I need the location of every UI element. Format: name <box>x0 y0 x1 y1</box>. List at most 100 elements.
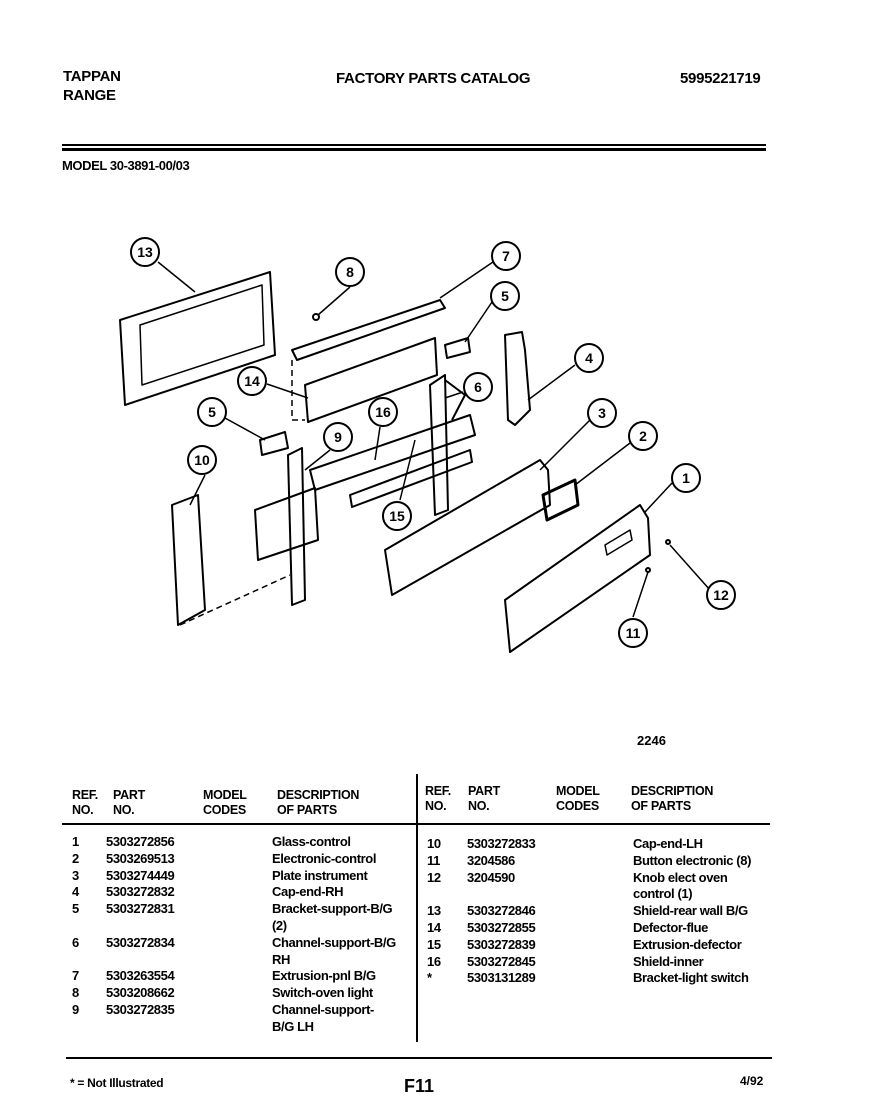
table-row: 8 5303208662 Switch-oven light <box>72 985 412 1002</box>
revision-date: 4/92 <box>740 1074 764 1088</box>
part-deflector-flue <box>304 337 438 423</box>
brand-line1: TAPPAN <box>63 68 121 85</box>
callout-14: 14 <box>244 373 260 389</box>
callout-15: 15 <box>389 508 405 524</box>
description: Knob elect oven control (1) <box>633 869 728 902</box>
table-row: 6 5303272834 Channel-support-B/G RH <box>72 935 412 969</box>
part-no: 5303274449 <box>106 867 175 883</box>
ref-no: 2 <box>72 850 79 866</box>
part-extrusion-deflector <box>349 449 473 508</box>
description: Plate instrument <box>272 867 368 883</box>
description: Channel-support-B/G RH <box>272 934 396 967</box>
part-cap-end-lh <box>171 494 206 626</box>
callout-3: 3 <box>598 405 606 421</box>
callout-8: 8 <box>346 264 354 280</box>
ref-no: 11 <box>427 852 440 868</box>
callout-13: 13 <box>137 244 153 260</box>
brand-line2: RANGE <box>63 87 116 104</box>
description: Electronic-control <box>272 850 377 866</box>
part-no: 5303272831 <box>106 901 175 917</box>
part-cap-end-rh <box>504 331 531 426</box>
description: Glass-control <box>272 834 351 849</box>
callout-10: 10 <box>194 452 210 468</box>
part-no: 5303272855 <box>467 920 536 935</box>
part-electronic-control <box>541 478 580 522</box>
callout-7: 7 <box>502 248 510 264</box>
callout-6: 6 <box>474 379 482 395</box>
part-no: 5303272833 <box>467 836 536 851</box>
callout-4: 4 <box>585 350 593 366</box>
footer-rule <box>66 1057 772 1059</box>
table-row: 16 5303272845 Shield-inner <box>427 954 767 971</box>
part-no: 3204586 <box>467 852 515 868</box>
ref-no: 9 <box>72 1002 79 1017</box>
callout-1: 1 <box>682 470 690 486</box>
part-no: 5303272832 <box>106 884 175 900</box>
part-no: 5303208662 <box>106 985 175 1001</box>
part-no: 5303269513 <box>106 850 175 866</box>
callout-2: 2 <box>639 428 647 444</box>
header-rule-top <box>62 144 766 146</box>
part-no: 5303272835 <box>106 1002 175 1017</box>
part-plate-instrument <box>384 459 551 596</box>
part-channel-support-lh <box>287 447 306 606</box>
page-number: F11 <box>404 1076 435 1096</box>
part-extrusion-panel <box>291 299 446 361</box>
ref-no: * <box>427 970 432 986</box>
header-rule-bottom <box>62 148 766 151</box>
part-no: 3204590 <box>467 869 515 885</box>
callout-9: 9 <box>334 429 342 445</box>
part-no: 5303272856 <box>106 834 175 849</box>
callout-16: 16 <box>375 404 391 420</box>
description: Cap-end-LH <box>633 836 703 851</box>
callout-5: 5 <box>501 288 509 304</box>
part-glass-control <box>504 504 651 653</box>
ref-no: 4 <box>72 884 79 900</box>
table-row: 13 5303272846 Shield-rear wall B/G <box>427 903 767 920</box>
table-column-divider <box>416 774 418 1042</box>
description: Shield-rear wall B/G <box>633 903 748 919</box>
description: Extrusion-pnl B/G <box>272 968 376 984</box>
description: Channel-support- B/G LH <box>272 1002 374 1034</box>
table-row: 11 3204586 Button electronic (8) <box>427 853 767 870</box>
table-header-rule <box>62 823 770 825</box>
table-row: 4 5303272832 Cap-end-RH <box>72 884 412 901</box>
ref-no: 13 <box>427 903 441 919</box>
part-shield-rear-wall <box>119 271 276 406</box>
description: Defector-flue <box>633 920 708 935</box>
callout-5b: 5 <box>208 404 216 420</box>
exploded-parts-diagram: 13 8 7 5 14 5 16 9 6 4 3 2 1 10 15 12 11… <box>119 237 736 748</box>
description: Cap-end-RH <box>272 884 344 900</box>
not-illustrated-legend: * = Not Illustrated <box>70 1076 164 1090</box>
model-number: MODEL 30-3891-00/03 <box>62 158 190 173</box>
description: Shield-inner <box>633 953 704 969</box>
ref-no: 16 <box>427 953 441 969</box>
table-row: 9 5303272835 Channel-support- B/G LH <box>72 1002 412 1036</box>
ref-no: 7 <box>72 968 79 984</box>
part-shield-inner <box>309 414 476 491</box>
part-no: 5303272846 <box>467 903 536 919</box>
ref-no: 5 <box>72 901 79 917</box>
part-no: 5303272834 <box>106 934 175 950</box>
description: Button electronic (8) <box>633 852 751 868</box>
callout-11: 11 <box>626 625 641 641</box>
description: Switch-oven light <box>272 985 373 1001</box>
ref-no: 12 <box>427 869 441 885</box>
part-no: 5303272845 <box>467 953 536 969</box>
ref-no: 6 <box>72 934 79 950</box>
right-header-ref: REF.NO. <box>425 784 451 813</box>
ref-no: 8 <box>72 985 79 1001</box>
ref-no: 15 <box>427 936 441 952</box>
